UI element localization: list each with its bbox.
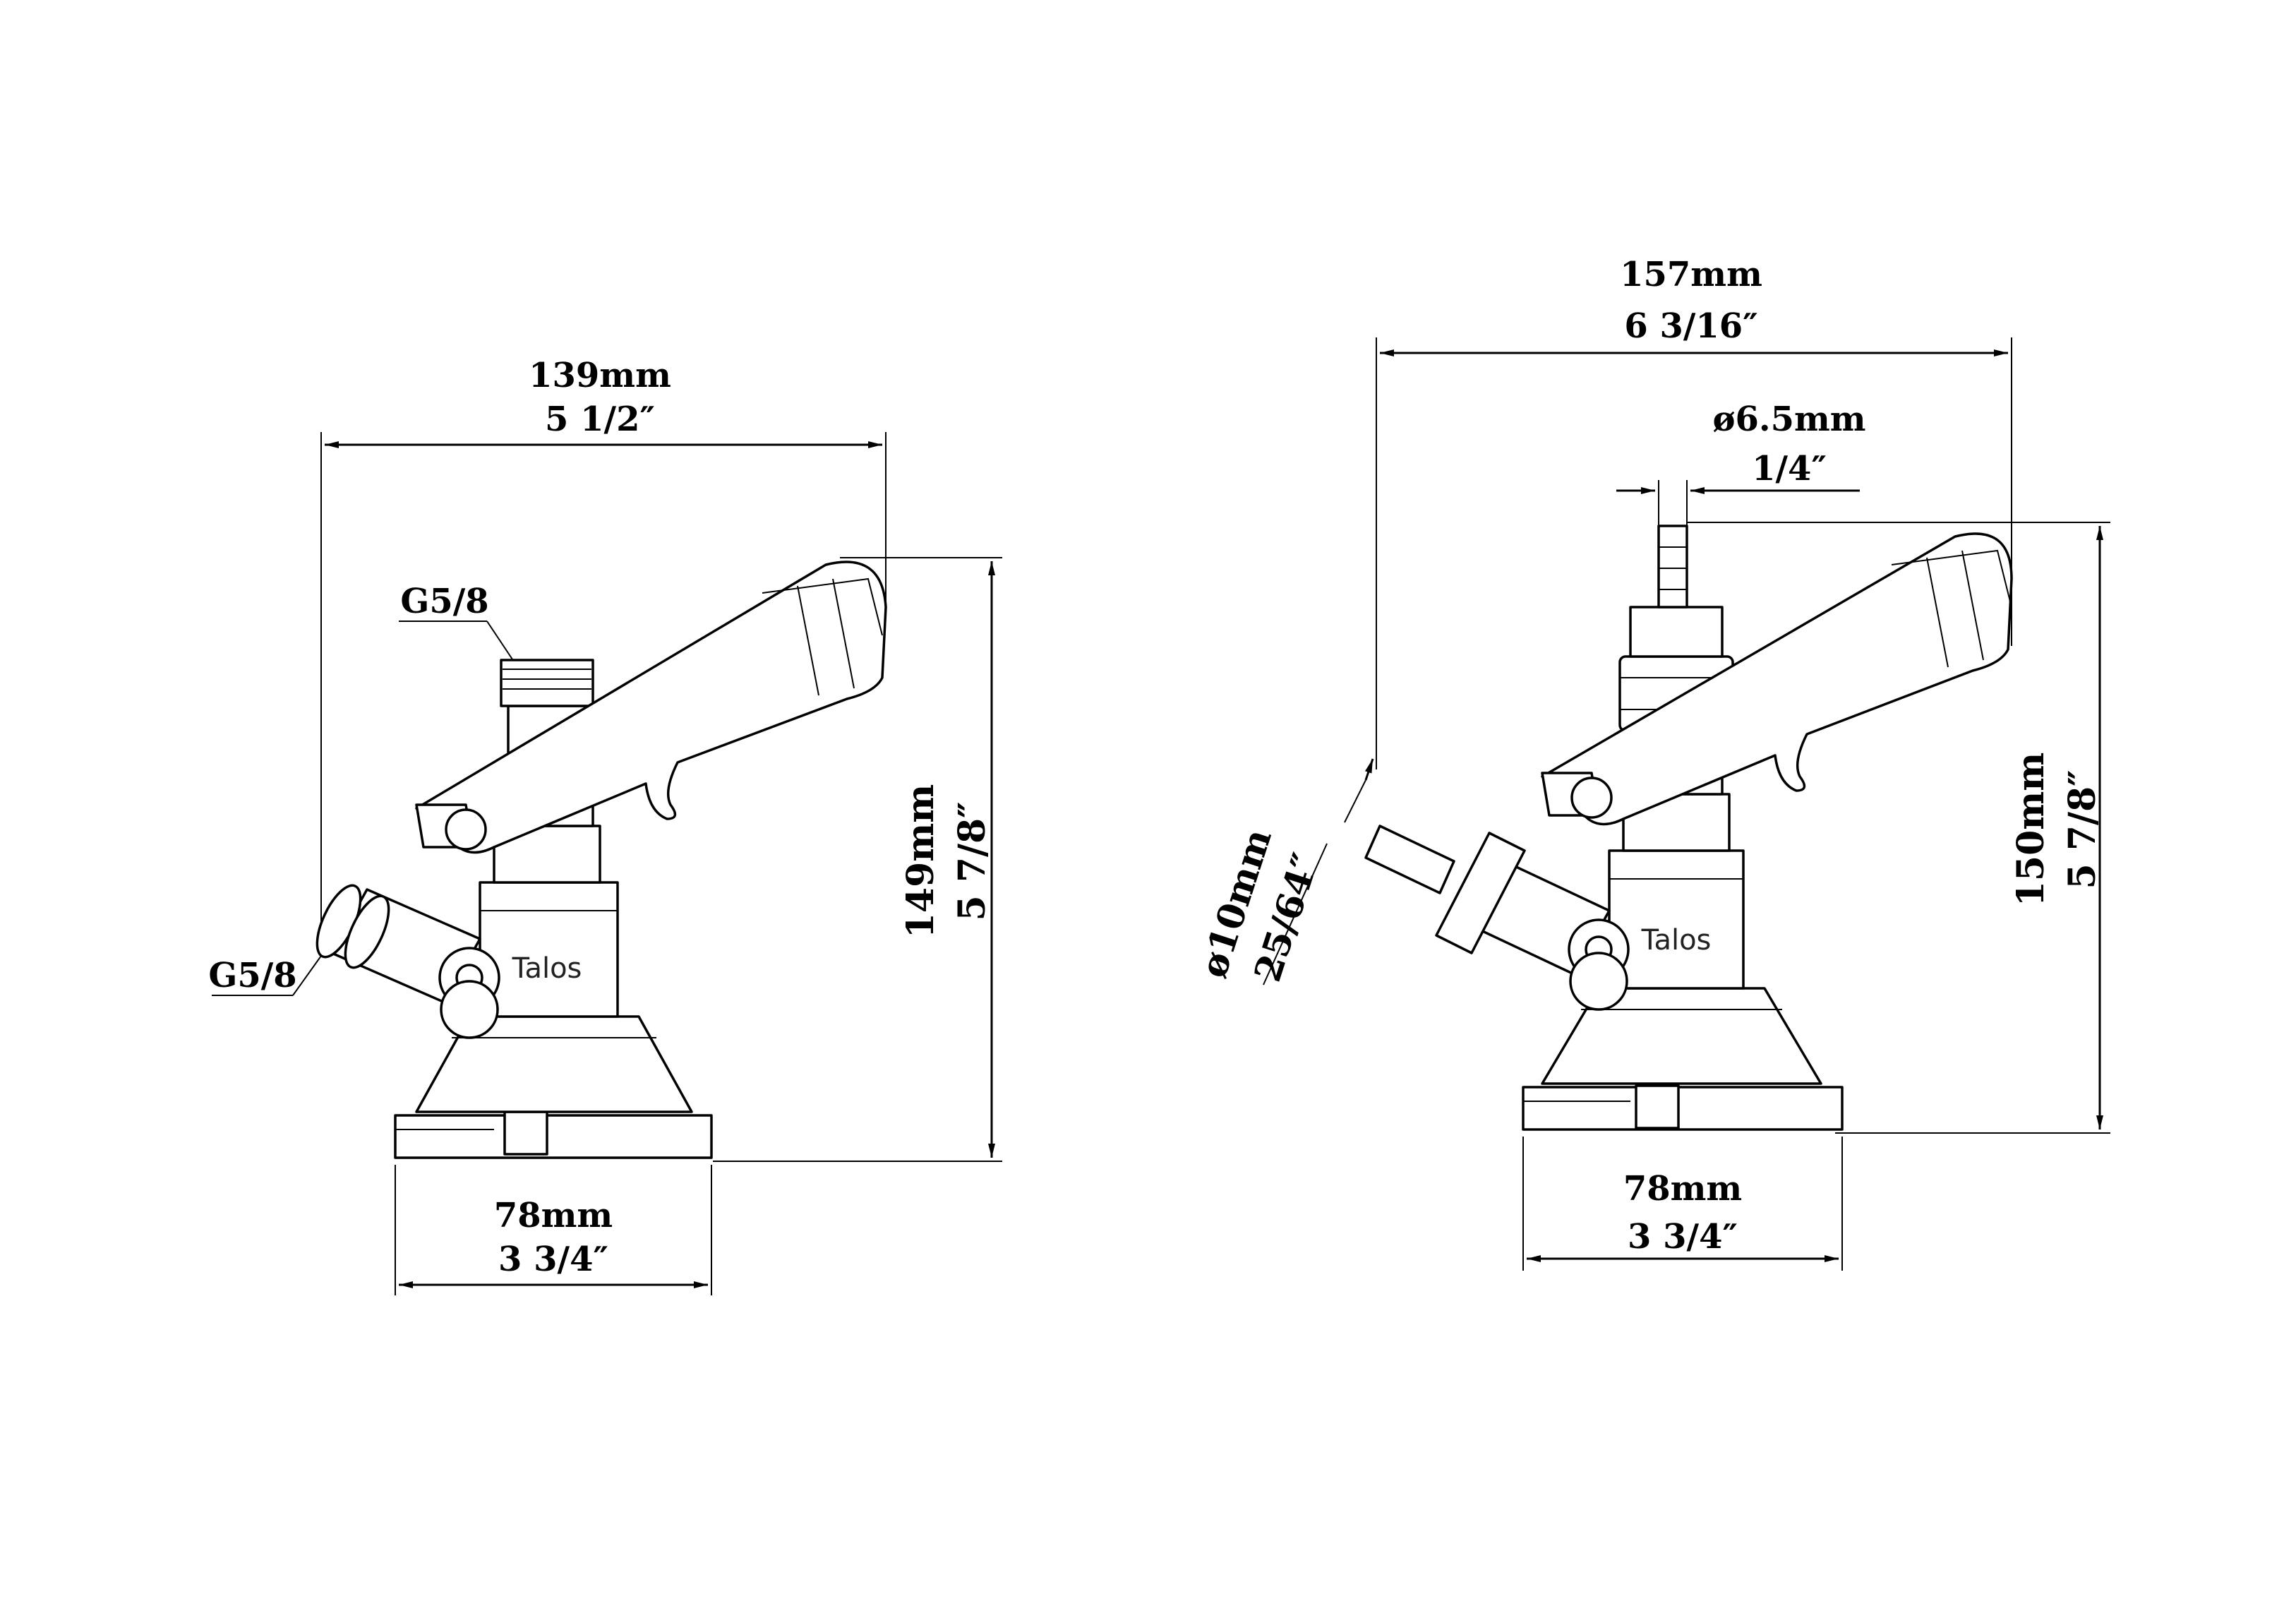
right-height-inch: 5 7/8″ [2061, 770, 2104, 889]
left-height-dimension: 149mm 5 7/8″ [713, 557, 1002, 1162]
left-top-thread-callout: G5/8 [399, 582, 516, 664]
right-coupler-body: Talos [1364, 525, 2013, 1131]
left-height-mm: 149mm [899, 784, 942, 939]
left-height-inch: 5 7/8″ [951, 802, 994, 921]
left-base-mm: 78mm [494, 1196, 613, 1235]
right-height-mm: 150mm [2009, 753, 2052, 907]
right-width-mm: 157mm [1620, 255, 1762, 294]
right-coupler-view: 157mm 6 3/16″ ø6.5mm 1/4″ 150mm 5 7/8″ 7… [1192, 255, 2110, 1271]
right-side-tail-dimension: ø10mm 25/64″ [1192, 758, 1374, 987]
left-coupler-view: 139mm 5 1/2″ 149mm 5 7/8″ 78mm 3 3/4″ G5… [208, 356, 1002, 1295]
left-top-thread-label: G5/8 [400, 582, 488, 621]
right-hose-tail-mm: ø6.5mm [1712, 400, 1865, 439]
left-width-mm: 139mm [529, 356, 671, 395]
left-width-dimension: 139mm 5 1/2″ [320, 356, 886, 939]
right-brand-label: Talos [1641, 924, 1712, 957]
left-coupler-body: Talos [315, 561, 887, 1159]
left-brand-label: Talos [512, 952, 582, 985]
left-base-dimension: 78mm 3 3/4″ [395, 1165, 712, 1295]
right-base-inch: 3 3/4″ [1628, 1217, 1738, 1257]
right-width-inch: 6 3/16″ [1624, 306, 1757, 346]
right-hose-tail-dimension: ø6.5mm 1/4″ [1616, 400, 1866, 526]
left-width-inch: 5 1/2″ [545, 400, 655, 439]
left-side-thread-callout: G5/8 [208, 945, 329, 996]
right-height-dimension: 150mm 5 7/8″ [1687, 522, 2110, 1134]
right-width-dimension: 157mm 6 3/16″ [1376, 255, 2012, 769]
left-base-inch: 3 3/4″ [498, 1240, 608, 1279]
right-hose-tail-inch: 1/4″ [1752, 449, 1827, 489]
right-base-mm: 78mm [1623, 1169, 1742, 1209]
right-base-dimension: 78mm 3 3/4″ [1522, 1137, 1843, 1271]
left-side-thread-label: G5/8 [208, 956, 296, 995]
